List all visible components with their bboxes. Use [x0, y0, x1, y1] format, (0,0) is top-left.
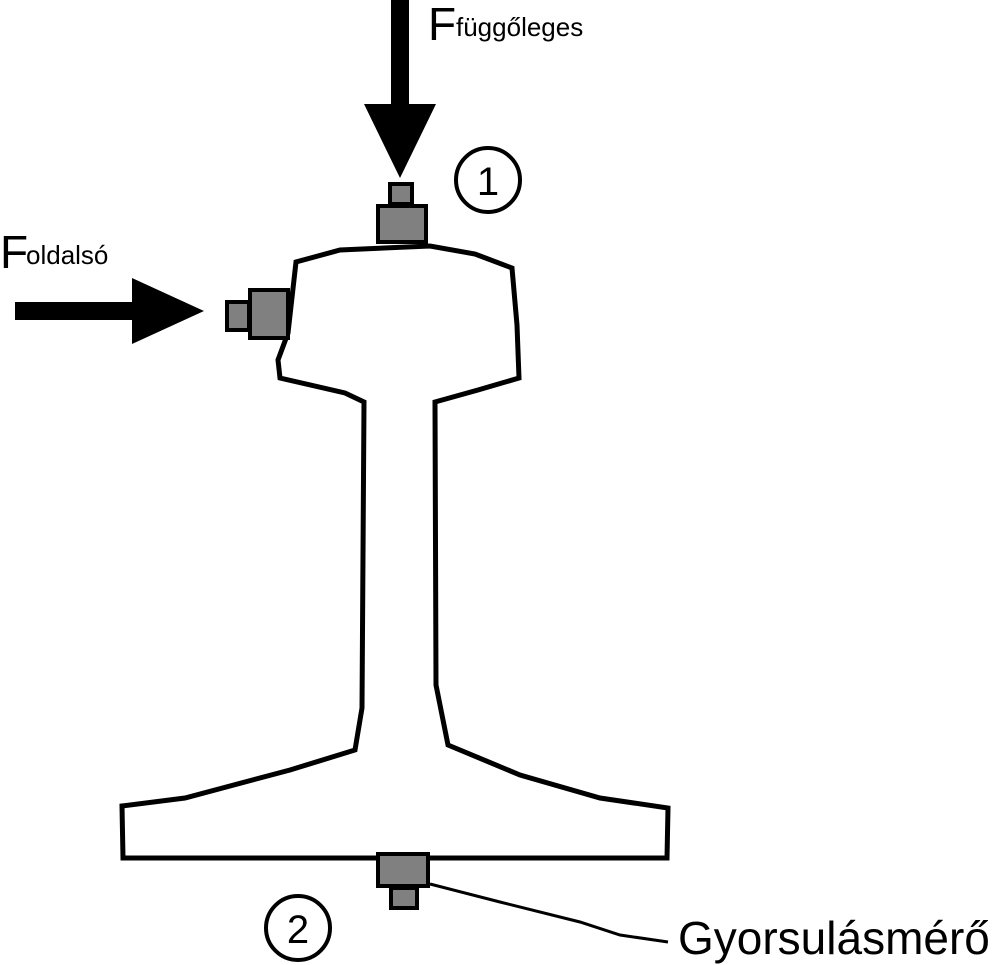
vertical-force-label-main: F	[428, 0, 456, 50]
lateral-force-label-sub: oldalsó	[26, 240, 108, 270]
vertical-force-arrow	[364, 0, 436, 178]
marker-2: 2	[264, 894, 332, 962]
marker-1: 1	[454, 146, 522, 214]
accelerometer-caption: Gyorsulásmérő	[678, 912, 990, 964]
accelerometer-side	[225, 288, 290, 340]
marker-2-number: 2	[287, 908, 309, 952]
lateral-force-label-main: F	[0, 226, 28, 278]
vertical-force-label-sub: függőleges	[456, 12, 583, 42]
accelerometer-top	[376, 182, 428, 244]
marker-1-number: 1	[477, 160, 499, 204]
rail-profile	[119, 243, 671, 861]
accelerometer-bottom	[376, 852, 430, 910]
lateral-force-arrow	[15, 278, 204, 344]
sensor-leader-line	[429, 882, 669, 944]
